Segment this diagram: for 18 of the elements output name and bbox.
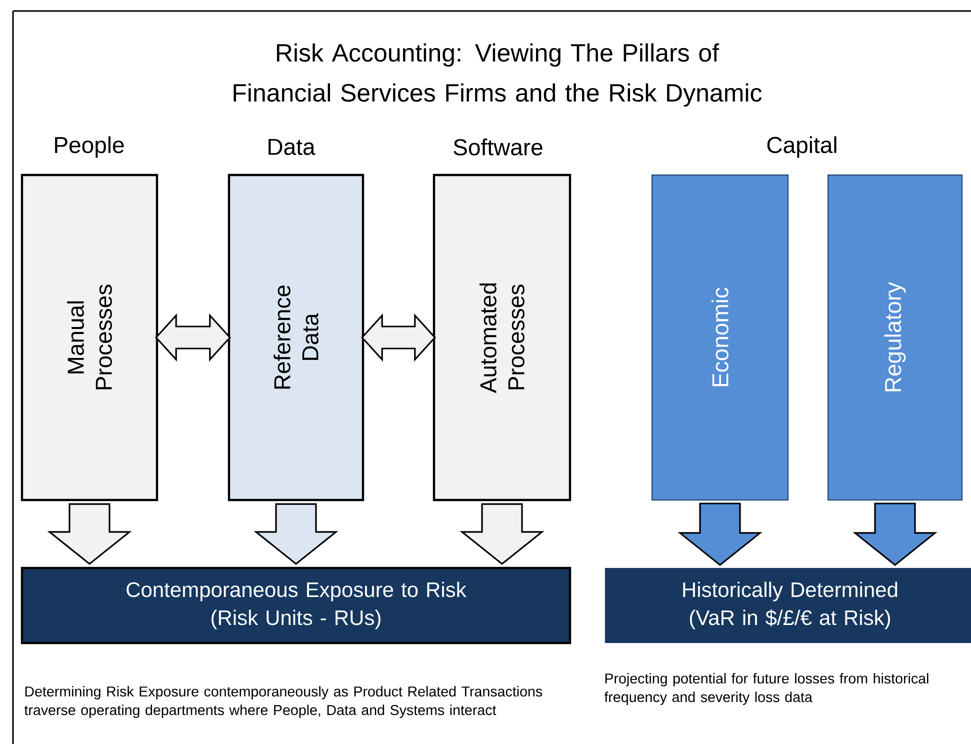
block-arrow (852, 502, 938, 566)
column-heading: Capital (767, 136, 836, 158)
block-arrow (361, 313, 436, 362)
pillar-box: Manual Processes (20, 174, 158, 502)
description-text: Determining Risk Exposure contemporaneously as Product Related Transactions traverse operating departments where People, Data and Systems interact (24, 686, 542, 718)
title: Risk Accounting: Viewing The Pillars of Financial Services Firms and the Risk Dynamic (234, 43, 762, 107)
pillar-box: Automated Processes (432, 174, 572, 502)
block-arrow (155, 313, 231, 362)
block-arrow (460, 503, 544, 565)
result-bar: Contemporaneous Exposure to Risk (Risk Units - RUs) (20, 566, 572, 644)
block-arrow (47, 503, 132, 565)
pillar-box: Reference Data (228, 174, 364, 502)
description-text: Projecting potential for future losses from historical frequency and severity loss data (604, 673, 928, 705)
pillar-box: Economic (652, 174, 788, 500)
block-arrow (254, 503, 338, 565)
result-bar: Historically Determined (VaR in $/£/€ at Risk) (604, 568, 971, 644)
pillar-box: Regulatory (828, 174, 963, 500)
block-arrow (678, 502, 762, 566)
